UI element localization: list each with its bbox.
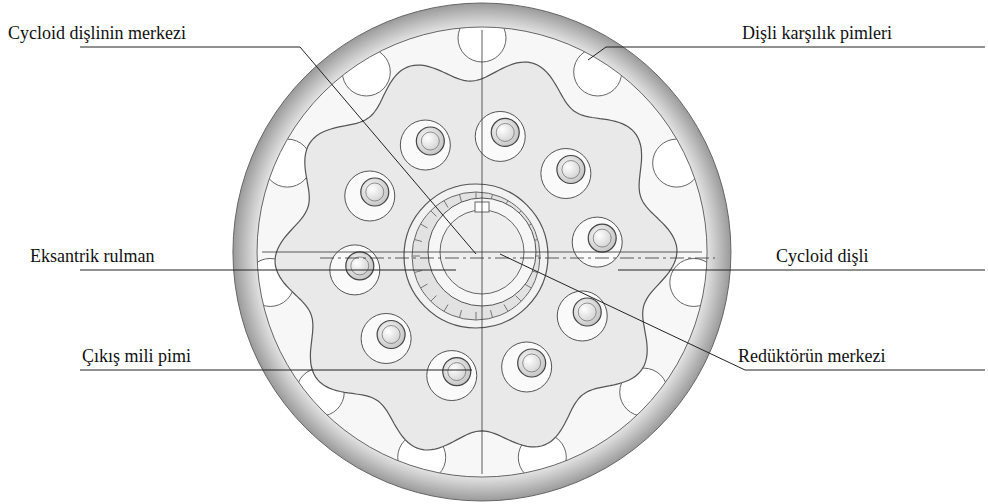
bearing-roller xyxy=(459,194,461,202)
output-pin-inner xyxy=(562,161,580,179)
housing-inner xyxy=(256,26,708,478)
leader-lines xyxy=(80,47,985,370)
center-lines xyxy=(262,30,715,474)
part-label: Eksantrik rulman xyxy=(30,246,154,266)
cycloid-disc xyxy=(275,62,677,450)
pin-hole xyxy=(345,171,395,221)
output-pin xyxy=(557,156,585,184)
output-pins xyxy=(330,111,622,400)
bearing-roller xyxy=(444,304,448,311)
pin-hole xyxy=(557,291,607,341)
pin-hole xyxy=(361,313,411,363)
output-pin xyxy=(588,224,616,252)
bearing-roller xyxy=(421,284,428,288)
output-pin xyxy=(518,349,546,377)
part-label: Redüktörün merkezi xyxy=(738,346,885,366)
output-pin-inner xyxy=(593,229,611,247)
output-pin-inner xyxy=(578,303,596,321)
part-label-box: Eksantrik rulman xyxy=(30,245,154,267)
bearing-outer xyxy=(404,184,548,328)
output-pin-inner xyxy=(523,354,541,372)
part-label-box: Cycloid dişli xyxy=(776,245,869,267)
part-label-box: Dişli karşılık pimleri xyxy=(742,22,892,44)
bearing-roller xyxy=(516,296,522,302)
output-pin xyxy=(377,320,405,348)
output-pin-inner xyxy=(351,257,369,275)
bearing-roller xyxy=(444,201,448,208)
part-label: Çıkış mili pimi xyxy=(82,346,191,366)
bearing-roller xyxy=(414,239,422,241)
bearing-roller xyxy=(476,312,477,320)
part-label-box: Çıkış mili pimi xyxy=(82,345,191,367)
bearing-race xyxy=(412,192,540,320)
output-pin-inner xyxy=(448,363,466,381)
pin-hole xyxy=(475,111,525,161)
eccentric-bearing xyxy=(404,184,548,328)
output-pin-inner xyxy=(421,132,439,150)
output-pin-inner xyxy=(496,123,514,141)
bearing-roller xyxy=(459,310,461,318)
output-pin-inner xyxy=(382,325,400,343)
bearing-roller xyxy=(431,296,437,302)
part-label: Cycloid dişlinin merkezi xyxy=(8,23,186,43)
bearing-roller xyxy=(431,211,437,217)
output-pin xyxy=(346,252,374,280)
output-pin-inner xyxy=(366,183,384,201)
bearing-roller xyxy=(504,304,508,311)
pin-hole xyxy=(502,342,552,392)
pin-hole xyxy=(572,217,622,267)
bearing-roller xyxy=(490,310,492,318)
part-label-box: Redüktörün merkezi xyxy=(738,345,885,367)
bearing-roller xyxy=(412,256,420,257)
part-label: Cycloid dişli xyxy=(776,246,869,266)
output-pin xyxy=(491,118,519,146)
part-label: Dişli karşılık pimleri xyxy=(742,23,892,43)
housing-ring xyxy=(233,3,731,501)
output-pin xyxy=(573,298,601,326)
pin-hole xyxy=(400,120,450,170)
bearing-roller xyxy=(421,224,428,228)
pin-hole xyxy=(541,149,591,199)
bearing-roller xyxy=(414,270,422,272)
output-pin xyxy=(443,358,471,386)
output-pin xyxy=(361,178,389,206)
part-label-box: Cycloid dişlinin merkezi xyxy=(8,22,186,44)
pin-hole xyxy=(427,351,477,401)
output-pin xyxy=(416,127,444,155)
